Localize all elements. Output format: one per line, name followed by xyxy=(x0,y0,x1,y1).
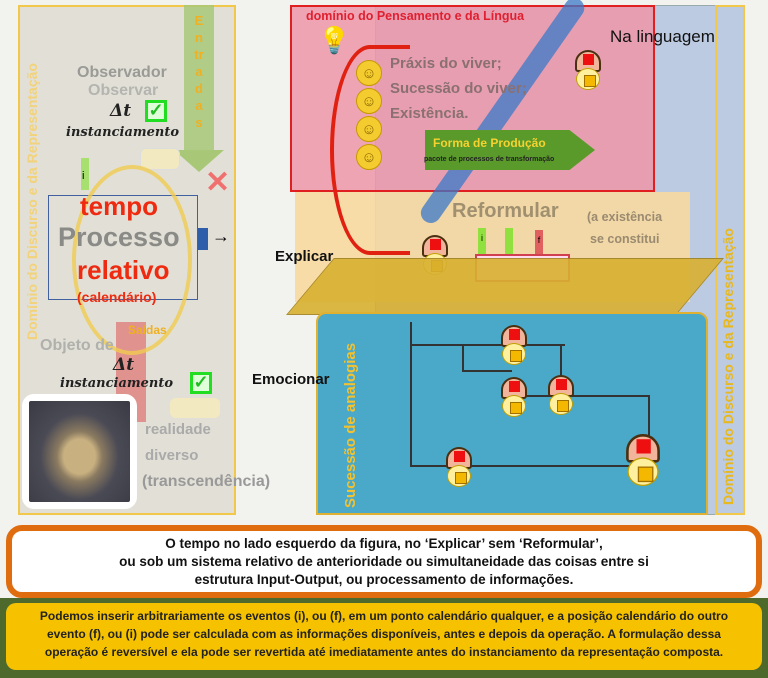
cycle-arrows xyxy=(72,165,192,355)
gold-platform xyxy=(286,258,724,315)
caption-box-time: O tempo no lado esquerdo da figura, no ‘… xyxy=(6,525,762,598)
smiley-icon: ☺ xyxy=(356,144,382,170)
connector xyxy=(410,322,412,467)
output-port xyxy=(198,228,208,250)
outputs-label: Saídas xyxy=(128,323,167,337)
existence-line-1: (a existência xyxy=(587,210,663,224)
instancing-bottom: instanciamento xyxy=(60,376,174,391)
arrow-right-icon: → xyxy=(212,226,230,246)
production-arrow xyxy=(425,130,595,170)
connector xyxy=(560,344,562,384)
inputs-arrow xyxy=(184,5,214,155)
existence-line-2: se constitui xyxy=(590,232,660,246)
inputs-label: Entradas xyxy=(194,13,204,130)
connector xyxy=(410,465,650,467)
caption-line: Podemos inserir arbitrariamente os event… xyxy=(39,609,729,623)
production-title: Forma de Produção xyxy=(433,136,546,150)
reality-text-2: diverso xyxy=(145,447,199,464)
representation-node xyxy=(548,375,574,415)
connector xyxy=(510,395,650,397)
event-i-marker: i xyxy=(478,228,486,256)
caption-line: evento (f), ou (i) pode ser calculada co… xyxy=(47,627,721,641)
delta-t-top: Δt xyxy=(110,101,132,121)
in-language-label: Na linguagem xyxy=(610,27,715,46)
event-i-label: i xyxy=(82,170,85,182)
event-f-label: f xyxy=(537,235,541,245)
caption-line: O tempo no lado esquerdo da figura, no ‘… xyxy=(165,536,603,551)
caption-line: estrutura Input-Output, ou processamento… xyxy=(194,572,574,587)
delta-t-bottom: Δt xyxy=(113,355,135,375)
observer-text: Observador xyxy=(77,64,167,81)
check-icon: ✓ xyxy=(145,100,167,122)
analogies-label: Sucessão de analogias xyxy=(342,342,359,508)
reality-text-3: (transcendência) xyxy=(142,473,271,490)
event-i-marker xyxy=(81,158,89,190)
representation-node xyxy=(446,447,472,487)
connector xyxy=(648,395,650,465)
representation-node xyxy=(501,377,527,417)
caption-line: ou sob um sistema relativo de anteriorid… xyxy=(119,554,649,569)
connector xyxy=(505,344,565,346)
explain-label: Explicar xyxy=(275,248,334,265)
event-i-marker xyxy=(505,228,513,256)
connector xyxy=(462,344,464,371)
praxis-line-2: Sucessão do viver; xyxy=(390,80,527,97)
speech-bubble xyxy=(140,148,180,170)
praxis-line-3: Existência. xyxy=(390,105,469,122)
praxis-line-1: Práxis do viver; xyxy=(390,55,502,72)
right-domain-label: Domínio do Discurso e da Representação xyxy=(720,228,736,505)
object-text: Objeto de xyxy=(40,337,114,354)
statue-photo xyxy=(22,394,137,509)
reality-text-1: realidade xyxy=(145,421,211,438)
check-icon: ✓ xyxy=(190,372,212,394)
tempo-label: tempo xyxy=(80,191,158,221)
feedback-arrow xyxy=(330,45,410,255)
lightbulb-icon: 💡 xyxy=(318,25,351,55)
inputs-arrowhead xyxy=(174,150,224,172)
observe-text: Observar xyxy=(88,82,159,99)
thought-domain-label: domínio do Pensamento e da Língua xyxy=(306,9,525,23)
smiley-icon: ☺ xyxy=(356,60,382,86)
smiley-icon: ☺ xyxy=(356,116,382,142)
representation-node xyxy=(575,50,601,90)
emotion-label: Emocionar xyxy=(252,371,330,388)
relativo-label: relativo xyxy=(77,255,170,285)
caption-box-events: Podemos inserir arbitrariamente os event… xyxy=(6,603,762,670)
reformulate-label: Reformular xyxy=(452,200,559,222)
caption-line: operação é reversível e ela pode ser rev… xyxy=(44,645,724,659)
connector xyxy=(410,344,505,346)
smiley-icon: ☺ xyxy=(356,88,382,114)
left-domain-label: Domínio do Discurso e da Representação xyxy=(24,63,40,340)
calendario-label: (calendário) xyxy=(77,289,157,305)
speech-bubble xyxy=(170,398,220,418)
question-cross-icon: ✕ xyxy=(205,166,231,199)
event-f-marker: f xyxy=(535,230,543,258)
connector xyxy=(462,370,512,372)
event-i-label: i xyxy=(481,233,483,243)
process-label: Processo xyxy=(58,222,180,252)
representation-node xyxy=(626,434,660,486)
representation-node xyxy=(501,325,527,365)
production-subtitle: pacote de processos de transformação xyxy=(424,156,555,163)
instancing-top: instanciamento xyxy=(66,125,180,140)
